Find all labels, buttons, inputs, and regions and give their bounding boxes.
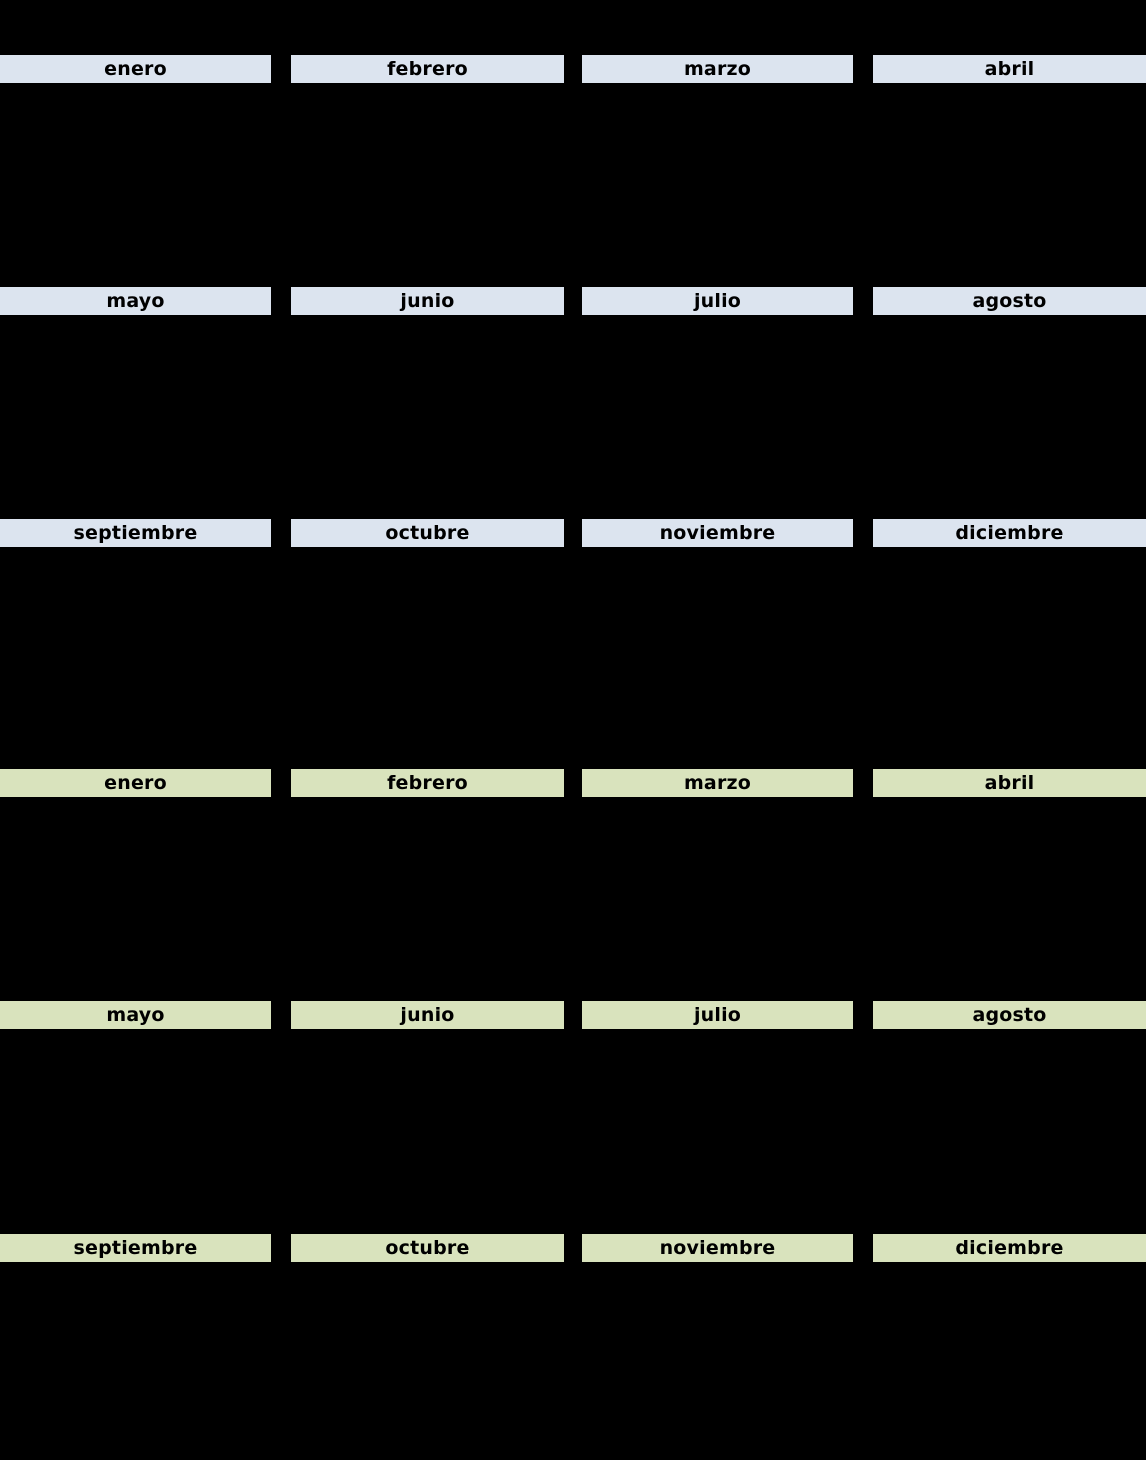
month-cell-julio-alt[interactable]: julio: [582, 1001, 853, 1227]
month-header-label[interactable]: abril: [873, 55, 1146, 83]
month-day-area[interactable]: [291, 1262, 564, 1460]
month-cell-junio-alt[interactable]: junio: [291, 1001, 564, 1227]
month-header-label[interactable]: octubre: [291, 1234, 564, 1262]
month-header-label[interactable]: abril: [873, 769, 1146, 797]
month-cell-febrero[interactable]: febrero: [291, 55, 564, 281]
month-header-label[interactable]: junio: [291, 287, 564, 315]
month-header-label[interactable]: enero: [0, 55, 271, 83]
month-cell-julio[interactable]: julio: [582, 287, 853, 513]
month-day-area[interactable]: [582, 315, 853, 513]
month-header-label[interactable]: enero: [0, 769, 271, 797]
month-cell-junio[interactable]: junio: [291, 287, 564, 513]
month-header-label[interactable]: diciembre: [873, 519, 1146, 547]
month-day-area[interactable]: [873, 1262, 1146, 1460]
month-row: mayo junio julio agosto: [0, 1001, 1146, 1227]
month-row: enero febrero marzo abril: [0, 55, 1146, 281]
month-header-label[interactable]: noviembre: [582, 519, 853, 547]
month-header-label[interactable]: julio: [582, 287, 853, 315]
month-day-area[interactable]: [873, 797, 1146, 995]
month-cell-noviembre[interactable]: noviembre: [582, 519, 853, 745]
month-day-area[interactable]: [0, 1262, 271, 1460]
month-header-label[interactable]: agosto: [873, 1001, 1146, 1029]
month-row: septiembre octubre noviembre diciembre: [0, 1234, 1146, 1460]
month-header-label[interactable]: marzo: [582, 55, 853, 83]
month-header-label[interactable]: noviembre: [582, 1234, 853, 1262]
month-header-label[interactable]: mayo: [0, 1001, 271, 1029]
month-day-area[interactable]: [873, 1029, 1146, 1227]
month-day-area[interactable]: [582, 83, 853, 281]
month-day-area[interactable]: [873, 315, 1146, 513]
month-cell-enero[interactable]: enero: [0, 55, 271, 281]
month-day-area[interactable]: [291, 315, 564, 513]
month-header-label[interactable]: agosto: [873, 287, 1146, 315]
month-day-area[interactable]: [582, 797, 853, 995]
month-cell-agosto[interactable]: agosto: [873, 287, 1146, 513]
month-day-area[interactable]: [0, 315, 271, 513]
month-cell-marzo-alt[interactable]: marzo: [582, 769, 853, 995]
month-cell-marzo[interactable]: marzo: [582, 55, 853, 281]
month-day-area[interactable]: [291, 1029, 564, 1227]
month-cell-abril-alt[interactable]: abril: [873, 769, 1146, 995]
month-day-area[interactable]: [582, 1029, 853, 1227]
month-row: septiembre octubre noviembre diciembre: [0, 519, 1146, 745]
month-cell-agosto-alt[interactable]: agosto: [873, 1001, 1146, 1227]
month-header-label[interactable]: diciembre: [873, 1234, 1146, 1262]
month-day-area[interactable]: [0, 1029, 271, 1227]
month-header-label[interactable]: febrero: [291, 55, 564, 83]
month-header-label[interactable]: mayo: [0, 287, 271, 315]
month-cell-septiembre[interactable]: septiembre: [0, 519, 271, 745]
month-day-area[interactable]: [582, 547, 853, 745]
month-day-area[interactable]: [582, 1262, 853, 1460]
month-cell-diciembre-alt[interactable]: diciembre: [873, 1234, 1146, 1460]
month-cell-abril[interactable]: abril: [873, 55, 1146, 281]
month-day-area[interactable]: [0, 83, 271, 281]
month-header-label[interactable]: junio: [291, 1001, 564, 1029]
month-day-area[interactable]: [873, 83, 1146, 281]
month-header-label[interactable]: febrero: [291, 769, 564, 797]
month-header-label[interactable]: julio: [582, 1001, 853, 1029]
month-cell-octubre-alt[interactable]: octubre: [291, 1234, 564, 1460]
month-cell-enero-alt[interactable]: enero: [0, 769, 271, 995]
month-cell-mayo-alt[interactable]: mayo: [0, 1001, 271, 1227]
month-row: mayo junio julio agosto: [0, 287, 1146, 513]
month-day-area[interactable]: [0, 547, 271, 745]
month-header-label[interactable]: octubre: [291, 519, 564, 547]
month-row: enero febrero marzo abril: [0, 769, 1146, 995]
month-cell-febrero-alt[interactable]: febrero: [291, 769, 564, 995]
month-day-area[interactable]: [291, 83, 564, 281]
month-cell-septiembre-alt[interactable]: septiembre: [0, 1234, 271, 1460]
month-cell-mayo[interactable]: mayo: [0, 287, 271, 513]
month-header-label[interactable]: marzo: [582, 769, 853, 797]
month-day-area[interactable]: [873, 547, 1146, 745]
month-header-label[interactable]: septiembre: [0, 519, 271, 547]
month-day-area[interactable]: [0, 797, 271, 995]
month-header-label[interactable]: septiembre: [0, 1234, 271, 1262]
month-cell-noviembre-alt[interactable]: noviembre: [582, 1234, 853, 1460]
month-day-area[interactable]: [291, 547, 564, 745]
month-day-area[interactable]: [291, 797, 564, 995]
month-cell-diciembre[interactable]: diciembre: [873, 519, 1146, 745]
month-cell-octubre[interactable]: octubre: [291, 519, 564, 745]
